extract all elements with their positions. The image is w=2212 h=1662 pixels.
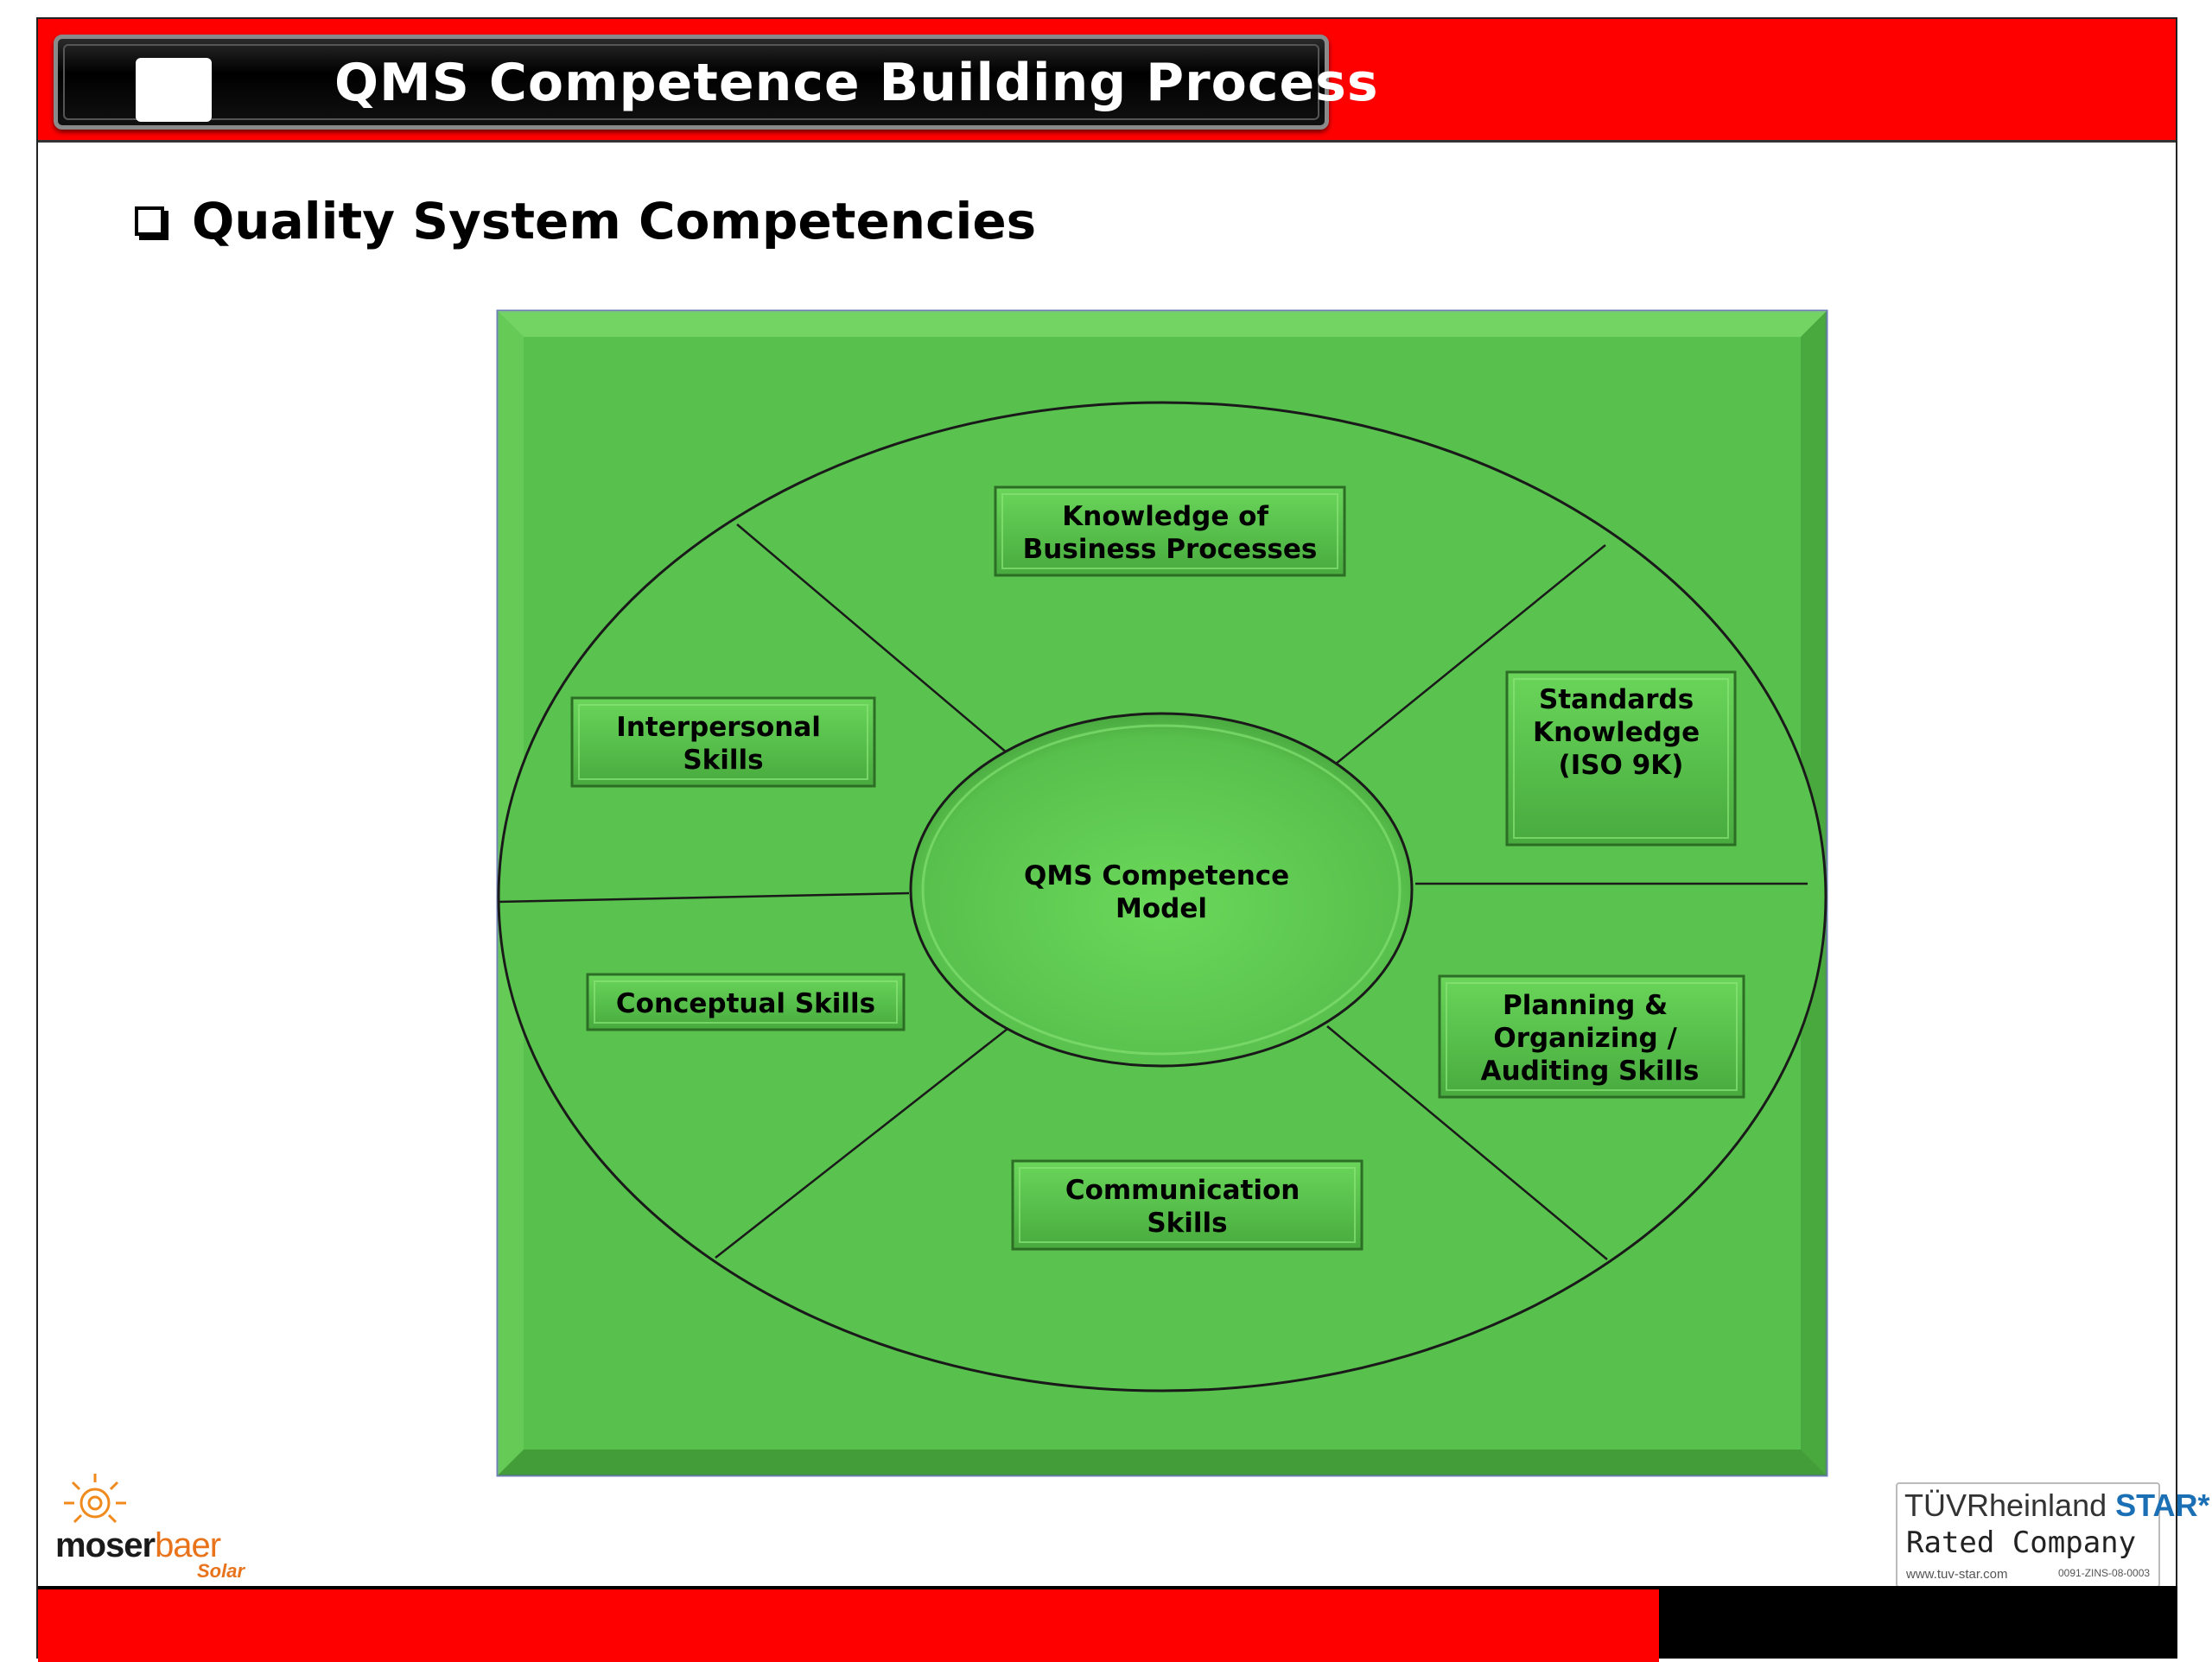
segment-label-interpersonal: Interpersonal Skills [616,712,830,776]
tuv-brand: TÜVRheinland [1904,1488,2107,1523]
segment-label-communication: Communication Skills [1065,1175,1309,1239]
segment-label-standards-line2: Knowledge [1533,717,1700,748]
title-bar-bevel [63,44,1319,120]
segment-box-interpersonal: Interpersonal Skills [570,696,876,788]
title-bar: QMS Competence Building Process [54,35,1378,130]
moserbaer-logo: moserbaer Solar [55,1474,245,1582]
segment-box-communication: Communication Skills [1011,1159,1363,1251]
segment-label-standards-line1: Standards [1539,684,1694,715]
competence-diagram: QMS Competence Model Knowledge of Busine… [496,309,1828,1477]
segment-label-planning-line1: Planning & [1503,990,1668,1021]
tuv-rated: Rated Company [1906,1526,2137,1560]
segment-box-business: Knowledge of Business Processes [994,485,1346,577]
center-label-line1: QMS Competence [1024,860,1289,891]
section-heading: Quality System Competencies [135,192,1036,251]
divider-upper-right [1334,544,1606,765]
tuv-star-word: STAR [2115,1488,2198,1523]
segment-label-communication-line2: Skills [1147,1208,1227,1239]
segment-label-standards-line3: (ISO 9K) [1559,750,1684,781]
panel-bevel-top [498,311,1827,337]
segment-label-interpersonal-line2: Skills [683,745,763,776]
segment-label-interpersonal-line1: Interpersonal [616,712,821,743]
segment-label-communication-line1: Communication [1065,1175,1300,1206]
segment-label-conceptual: Conceptual Skills [616,988,875,1019]
segment-label-planning-line3: Auditing Skills [1481,1056,1700,1087]
logo-wordmark-a: moser [55,1526,155,1564]
center-ellipse-bevel [921,724,1402,1056]
center-ellipse [909,712,1414,1068]
tuv-star-icon: * [2197,1488,2210,1523]
segment-label-business-line2: Business Processes [1023,534,1318,565]
heading-text: Quality System Competencies [192,192,1037,251]
segment-box-planning: Planning & Organizing / Auditing Skills [1438,974,1745,1099]
footer-band-black [1659,1586,2177,1659]
slide-frame [36,17,2177,1659]
panel-bevel-bottom [498,1449,1827,1475]
center-label: QMS Competence Model [1024,860,1299,924]
logo-wordmark: moserbaer [55,1526,221,1564]
segment-label-planning-line2: Organizing / [1493,1023,1677,1054]
logo-sub: Solar [197,1560,245,1582]
segment-label-business-line1: Knowledge of [1062,501,1268,532]
segment-label-standards: Standards Knowledge (ISO 9K) [1533,684,1709,781]
segment-box-conceptual: Conceptual Skills [586,973,906,1031]
divider-upper-left [736,523,1008,754]
tuv-code: 0091-ZINS-08-0003 [2058,1567,2151,1579]
sun-icon [64,1474,126,1524]
segment-dividers [497,523,1808,1260]
divider-left [497,891,910,904]
segment-box-standards: Standards Knowledge (ISO 9K) [1505,670,1737,847]
footer-band-red [38,1586,1659,1662]
segment-label-planning: Planning & Organizing / Auditing Skills [1481,990,1700,1087]
divider-lower-right [1326,1025,1608,1260]
segment-label-business: Knowledge of Business Processes [1023,501,1318,565]
tuv-star-logo: TÜVRheinland STAR* Rated Company www.tuv… [1896,1482,2209,1588]
segment-label-conceptual-line1: Conceptual Skills [616,988,875,1019]
tuv-url: www.tuv-star.com [1906,1567,2008,1582]
checkbox-bullet-icon [135,206,164,236]
slide-title: QMS Competence Building Process [334,53,1379,113]
tuv-brand-line: TÜVRheinland STAR* [1904,1488,2209,1524]
title-square-icon [136,58,212,122]
logo-wordmark-b: baer [155,1526,221,1564]
divider-lower-left [715,1028,1008,1259]
center-label-line2: Model [1116,893,1207,924]
